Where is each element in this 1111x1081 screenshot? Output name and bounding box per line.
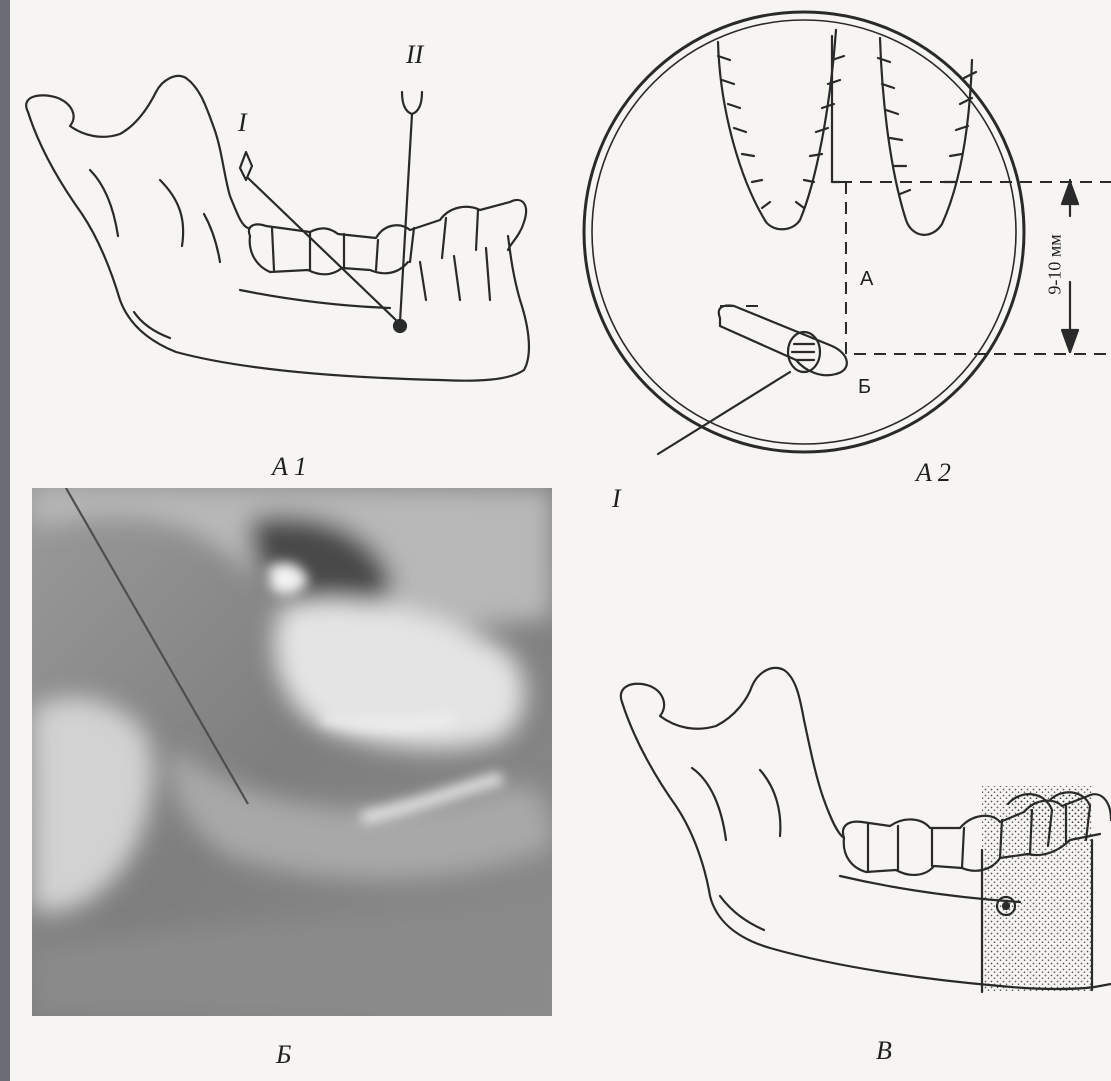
panel-a2-pointer-label: I bbox=[612, 484, 621, 514]
panel-b-caption: Б bbox=[276, 1040, 291, 1070]
panel-v-caption: В bbox=[876, 1036, 892, 1066]
panel-a2-measurement-label: 9-10 мм bbox=[1045, 220, 1066, 310]
panel-a2-detail-drawing bbox=[570, 0, 1111, 470]
panel-a2-label-a: А bbox=[860, 268, 873, 291]
panel-a1-caption: A 1 bbox=[272, 452, 307, 482]
panel-a2-label-b: Б bbox=[858, 376, 871, 399]
panel-a1-needle-1-label: I bbox=[238, 108, 247, 138]
panel-b-photograph bbox=[32, 488, 552, 1016]
figure-sheet: I II A 1 bbox=[10, 0, 1111, 1081]
panel-v-mandible-drawing bbox=[600, 650, 1111, 1020]
panel-a1-mandible-drawing bbox=[10, 0, 570, 460]
panel-a2-caption: A 2 bbox=[916, 458, 951, 488]
panel-a1-needle-2-label: II bbox=[406, 40, 423, 70]
